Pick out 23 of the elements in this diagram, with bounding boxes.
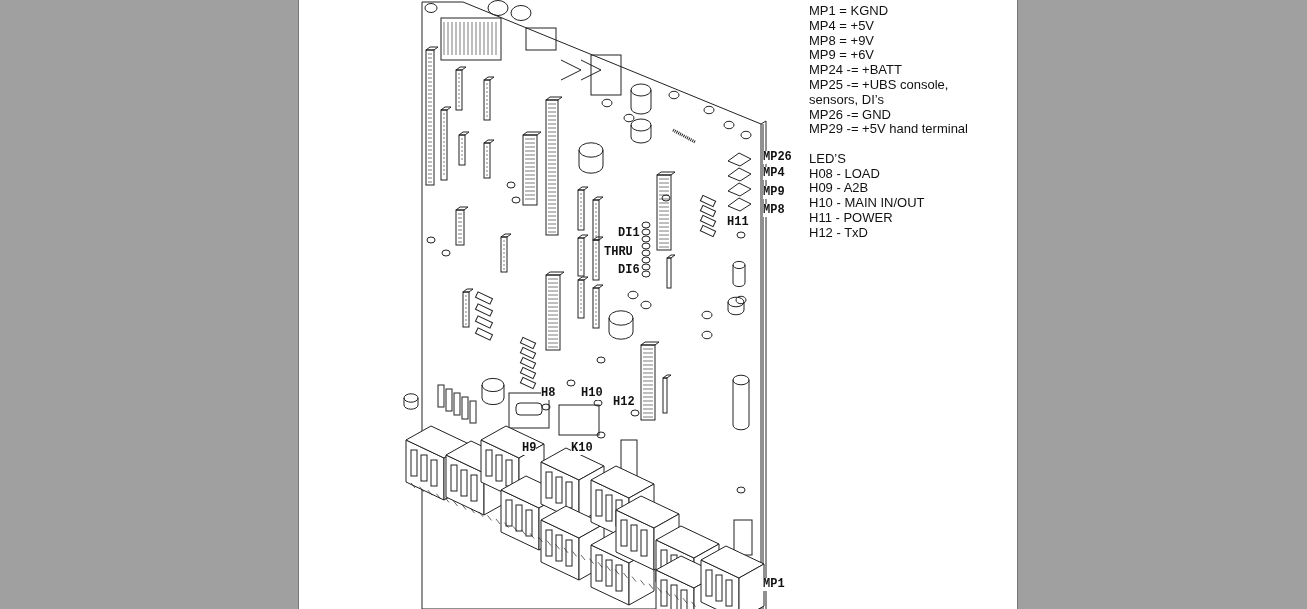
test-point-label: MP9 xyxy=(763,186,785,199)
led-label: H8 xyxy=(541,387,556,400)
legend-text: MP8 = +9V xyxy=(809,33,875,48)
legend-text: MP26 -= GND xyxy=(809,107,891,122)
legend-text: MP24 -= +BATT xyxy=(809,62,902,77)
legend-text: H10 - MAIN IN/OUT xyxy=(809,195,925,210)
legend-text: H08 - LOAD xyxy=(809,166,880,181)
legend-text: H11 - POWER xyxy=(809,210,893,225)
legend-text: H12 - TxD xyxy=(809,225,868,240)
led-label: H9 xyxy=(522,442,537,455)
test-point-label: MP1 xyxy=(763,578,785,591)
led-label: H10 xyxy=(581,387,603,400)
legend-text: MP29 -= +5V hand terminal xyxy=(809,121,968,136)
legend-text: H09 - A2B xyxy=(809,180,869,195)
test-point-label: MP8 xyxy=(763,204,785,217)
legend-text: MP4 = +5V xyxy=(809,18,875,33)
legend-text: MP25 -= +UBS console, sensors, DI’s xyxy=(809,77,950,107)
legend-heading: LED’S xyxy=(809,151,846,166)
legend-text: MP9 = +6V xyxy=(809,47,875,62)
test-point-label: MP26 xyxy=(763,151,792,164)
connector-label: K10 xyxy=(571,442,593,455)
legend-text: MP1 = KGND xyxy=(809,3,889,18)
test-point-label: MP4 xyxy=(763,167,785,180)
